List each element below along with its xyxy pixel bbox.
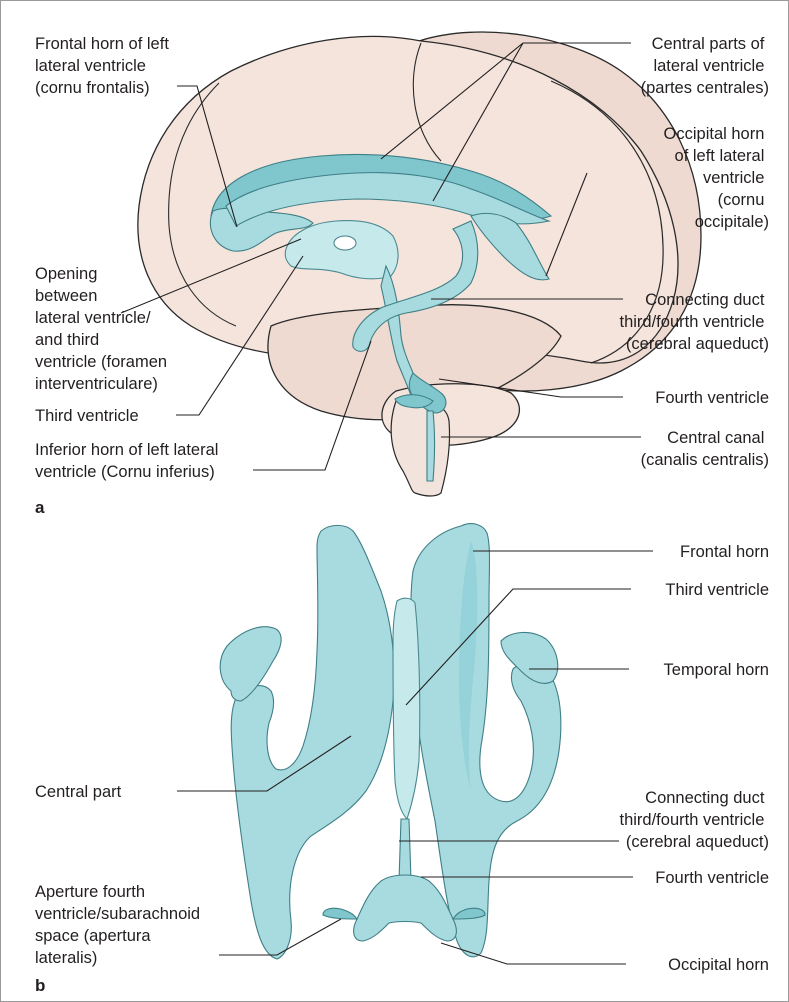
- label-fourth-ventricle-b: Fourth ventricle: [655, 869, 769, 887]
- panel-a-illustration: [138, 32, 701, 496]
- label-frontal-horn-a: Frontal horn of left lateral ventricle (…: [35, 35, 174, 97]
- label-third-ventricle-a: Third ventricle: [35, 407, 139, 425]
- label-occipital-horn-b: Occipital horn: [668, 956, 769, 974]
- label-fourth-ventricle-a: Fourth ventricle: [655, 389, 769, 407]
- third-ventricle-b: [393, 598, 420, 819]
- label-frontal-horn-b: Frontal horn: [680, 543, 769, 561]
- label-central-canal: Central canal (canalis centralis): [641, 429, 769, 469]
- label-central-parts: Central parts of lateral ventricle (part…: [641, 35, 769, 97]
- label-temporal-horn: Temporal horn: [664, 661, 769, 679]
- panel-b-illustration: [220, 524, 561, 959]
- apertura-lateralis-left: [323, 908, 357, 919]
- left-temporal-horn-b: [220, 627, 281, 701]
- label-opening: Opening between lateral ventricle/ and t…: [35, 265, 172, 393]
- central-canal-a: [427, 411, 435, 481]
- label-central-part-b: Central part: [35, 783, 122, 801]
- label-inferior-horn: Inferior horn of left lateral ventricle …: [35, 441, 223, 481]
- panel-a-tag: a: [35, 498, 45, 517]
- aqueduct-b: [399, 819, 411, 881]
- fourth-ventricle-b: [354, 875, 457, 941]
- brainstem: [391, 400, 449, 496]
- label-third-ventricle-b: Third ventricle: [665, 581, 769, 599]
- panel-b-tag: b: [35, 976, 45, 995]
- label-connecting-duct-b: Connecting duct third/fourth ventricle (…: [620, 789, 770, 851]
- right-temporal-horn-b: [501, 632, 558, 683]
- label-aperture: Aperture fourth ventricle/subarachnoid s…: [35, 883, 205, 967]
